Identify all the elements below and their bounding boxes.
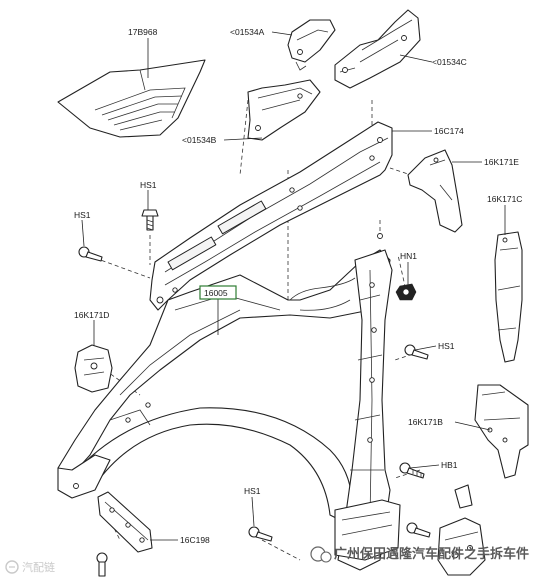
screw-hs1-top	[141, 209, 159, 231]
bracket-01534c	[334, 9, 421, 89]
bracket-16k171d	[74, 344, 113, 393]
label-16k171b: 16K171B	[408, 417, 443, 427]
watermark-logo-left	[5, 560, 19, 574]
grille-17b968	[57, 59, 206, 138]
label-hs1-bottom: HS1	[244, 486, 261, 496]
screw-hs1-mid	[404, 344, 429, 360]
nut-hn1	[395, 283, 417, 301]
label-01534a: <01534A	[230, 27, 265, 37]
label-hs1-top: HS1	[140, 180, 157, 190]
panel-16k171c	[494, 231, 523, 363]
bracket-01534b	[247, 79, 321, 141]
label-hs1-mid: HS1	[438, 341, 455, 351]
part-labels: 17B968 <01534A <01534C <01534B 16C174 16…	[74, 27, 522, 545]
label-16k171d: 16K171D	[74, 310, 109, 320]
watermark-logo-right	[310, 546, 332, 563]
screw-hs1-bottom	[248, 526, 273, 542]
leader-lines	[81, 31, 506, 541]
label-hb1: HB1	[441, 460, 458, 470]
watermark: 汽配链 广州保田遇隆汽车配件之手拆车件	[5, 546, 529, 574]
screw-bottom-right	[406, 522, 431, 538]
apron-16005	[57, 249, 401, 571]
bracket-lower-right	[437, 484, 486, 576]
label-16k171c: 16K171C	[487, 194, 522, 204]
watermark-text-left: 汽配链	[22, 560, 55, 574]
label-16k171e: 16K171E	[484, 157, 519, 167]
bracket-16k171e	[407, 149, 463, 233]
bracket-01534a	[287, 19, 336, 71]
label-16c198: 16C198	[180, 535, 210, 545]
callout-box-16005	[199, 285, 237, 300]
label-17b968: 17B968	[128, 27, 158, 37]
label-16005: 16005	[204, 288, 228, 298]
seal-16k171b	[474, 384, 529, 479]
screw-hs1-left	[78, 246, 103, 262]
bracket-16c198	[97, 491, 153, 553]
label-16c174: 16C174	[434, 126, 464, 136]
watermark-text-right: 广州保田遇隆汽车配件之手拆车件	[334, 546, 529, 561]
fasteners	[78, 209, 431, 577]
label-hn1: HN1	[400, 251, 417, 261]
label-hs1-left: HS1	[74, 210, 91, 220]
bolt-hb1	[399, 462, 425, 479]
label-01534c: <01534C	[432, 57, 467, 67]
label-01534b: <01534B	[182, 135, 217, 145]
screw-bottom-left	[96, 552, 108, 577]
crossmember-16c174	[149, 121, 393, 311]
